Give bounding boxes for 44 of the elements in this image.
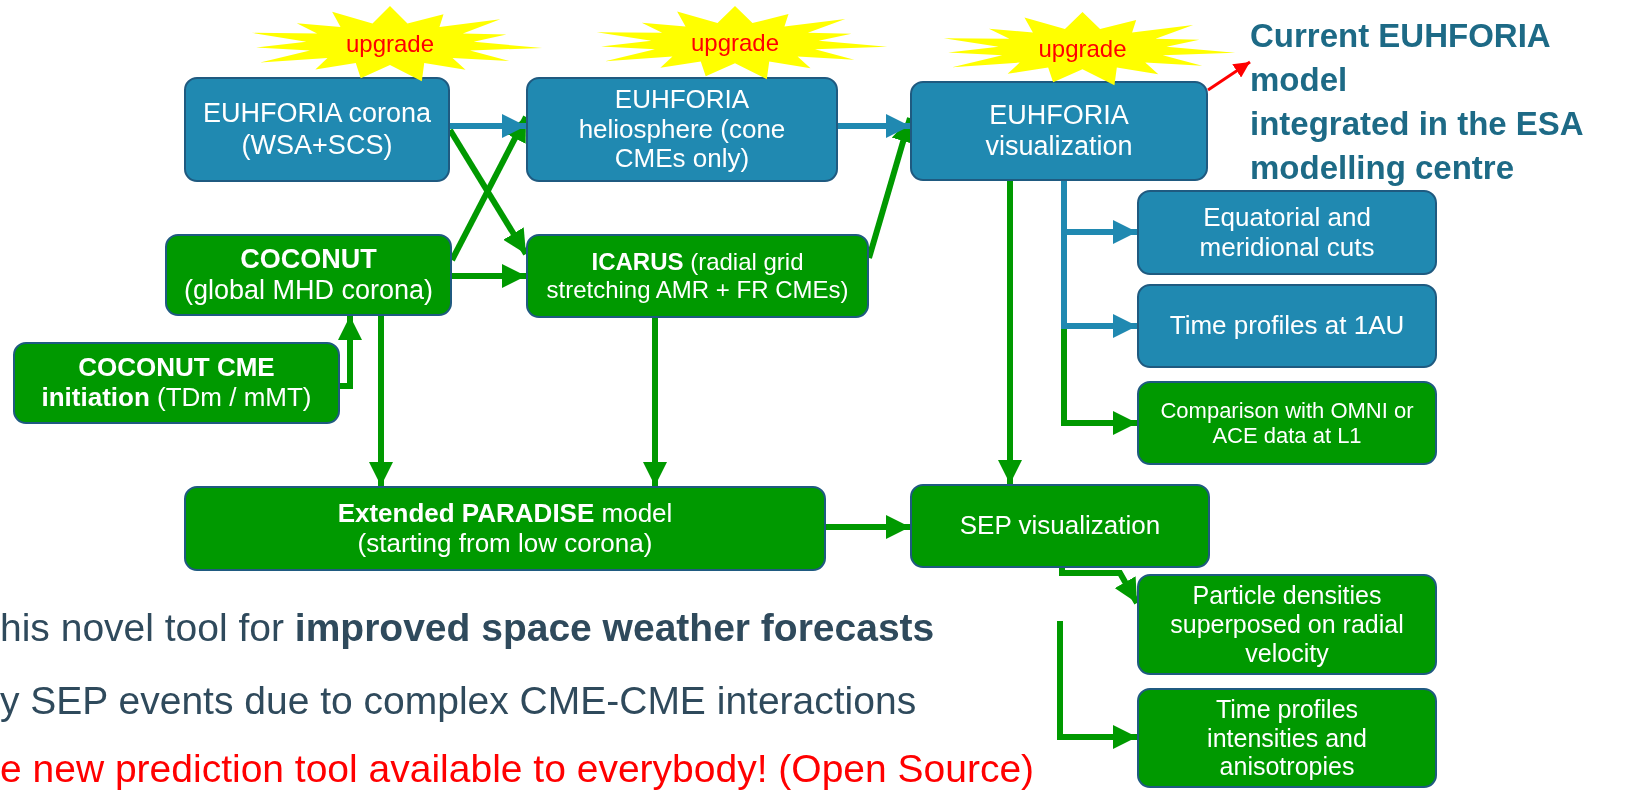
- box-label: EUHFORIA heliosphere (cone CMEs only): [577, 84, 787, 175]
- process-box: [1137, 574, 1437, 675]
- process-box: [1137, 284, 1437, 368]
- box-label: COCONUT: [239, 243, 378, 275]
- box-label: Comparison with OMNI or ACE data at L1: [1159, 397, 1415, 449]
- bullet-text: his novel tool for improved space weather forecasts: [0, 606, 935, 649]
- process-box: [526, 234, 869, 318]
- bullet-text: y SEP events due to complex CME-CME interactions: [0, 679, 917, 722]
- arrow: [1207, 60, 1251, 92]
- upgrade-label: upgrade: [1038, 35, 1127, 63]
- arrow: [450, 114, 526, 138]
- process-box: [910, 484, 1210, 568]
- box-label: SEP visualization: [958, 511, 1162, 541]
- arrow: [826, 515, 910, 539]
- arrow: [643, 318, 667, 486]
- arrow: [838, 114, 910, 138]
- box-label: Equatorial and meridional cuts: [1198, 202, 1376, 263]
- arrow: [998, 181, 1022, 484]
- box-label: Extended PARADISE model (starting from low corona): [336, 498, 674, 559]
- process-box: [165, 234, 452, 316]
- heading-text: integrated in the ESA modelling centre: [1250, 104, 1584, 188]
- arrow: [1057, 621, 1137, 749]
- process-box: [1137, 688, 1437, 788]
- process-box: [184, 77, 450, 182]
- box-label: Time profiles intensities and anisotropies: [1206, 694, 1368, 782]
- bullet-text: e new prediction tool available to everybody! (Open Source): [0, 747, 1035, 790]
- process-box: [526, 77, 838, 182]
- box-label: EUHFORIA corona (WSA+SCS): [201, 98, 433, 161]
- arrow: [338, 316, 362, 389]
- process-box: [184, 486, 826, 571]
- process-box: [1137, 381, 1437, 465]
- box-label: EUHFORIA visualization: [984, 99, 1134, 163]
- process-box: [1137, 190, 1437, 275]
- box-label: Time profiles at 1AU: [1168, 311, 1406, 341]
- upgrade-label: upgrade: [345, 30, 435, 58]
- arrow: [452, 264, 526, 288]
- arrow: [369, 316, 393, 486]
- process-box: [13, 342, 340, 424]
- box-label: ICARUS (radial grid stretching AMR + FR CMEs): [545, 248, 850, 304]
- upgrade-label: upgrade: [690, 29, 780, 57]
- box-label: COCONUT CME initiation (TDm / mMT): [40, 353, 313, 413]
- process-box: [910, 81, 1208, 181]
- box-label: (global MHD corona): [182, 275, 435, 307]
- box-label: Particle densities superposed on radial velocity: [1169, 581, 1405, 668]
